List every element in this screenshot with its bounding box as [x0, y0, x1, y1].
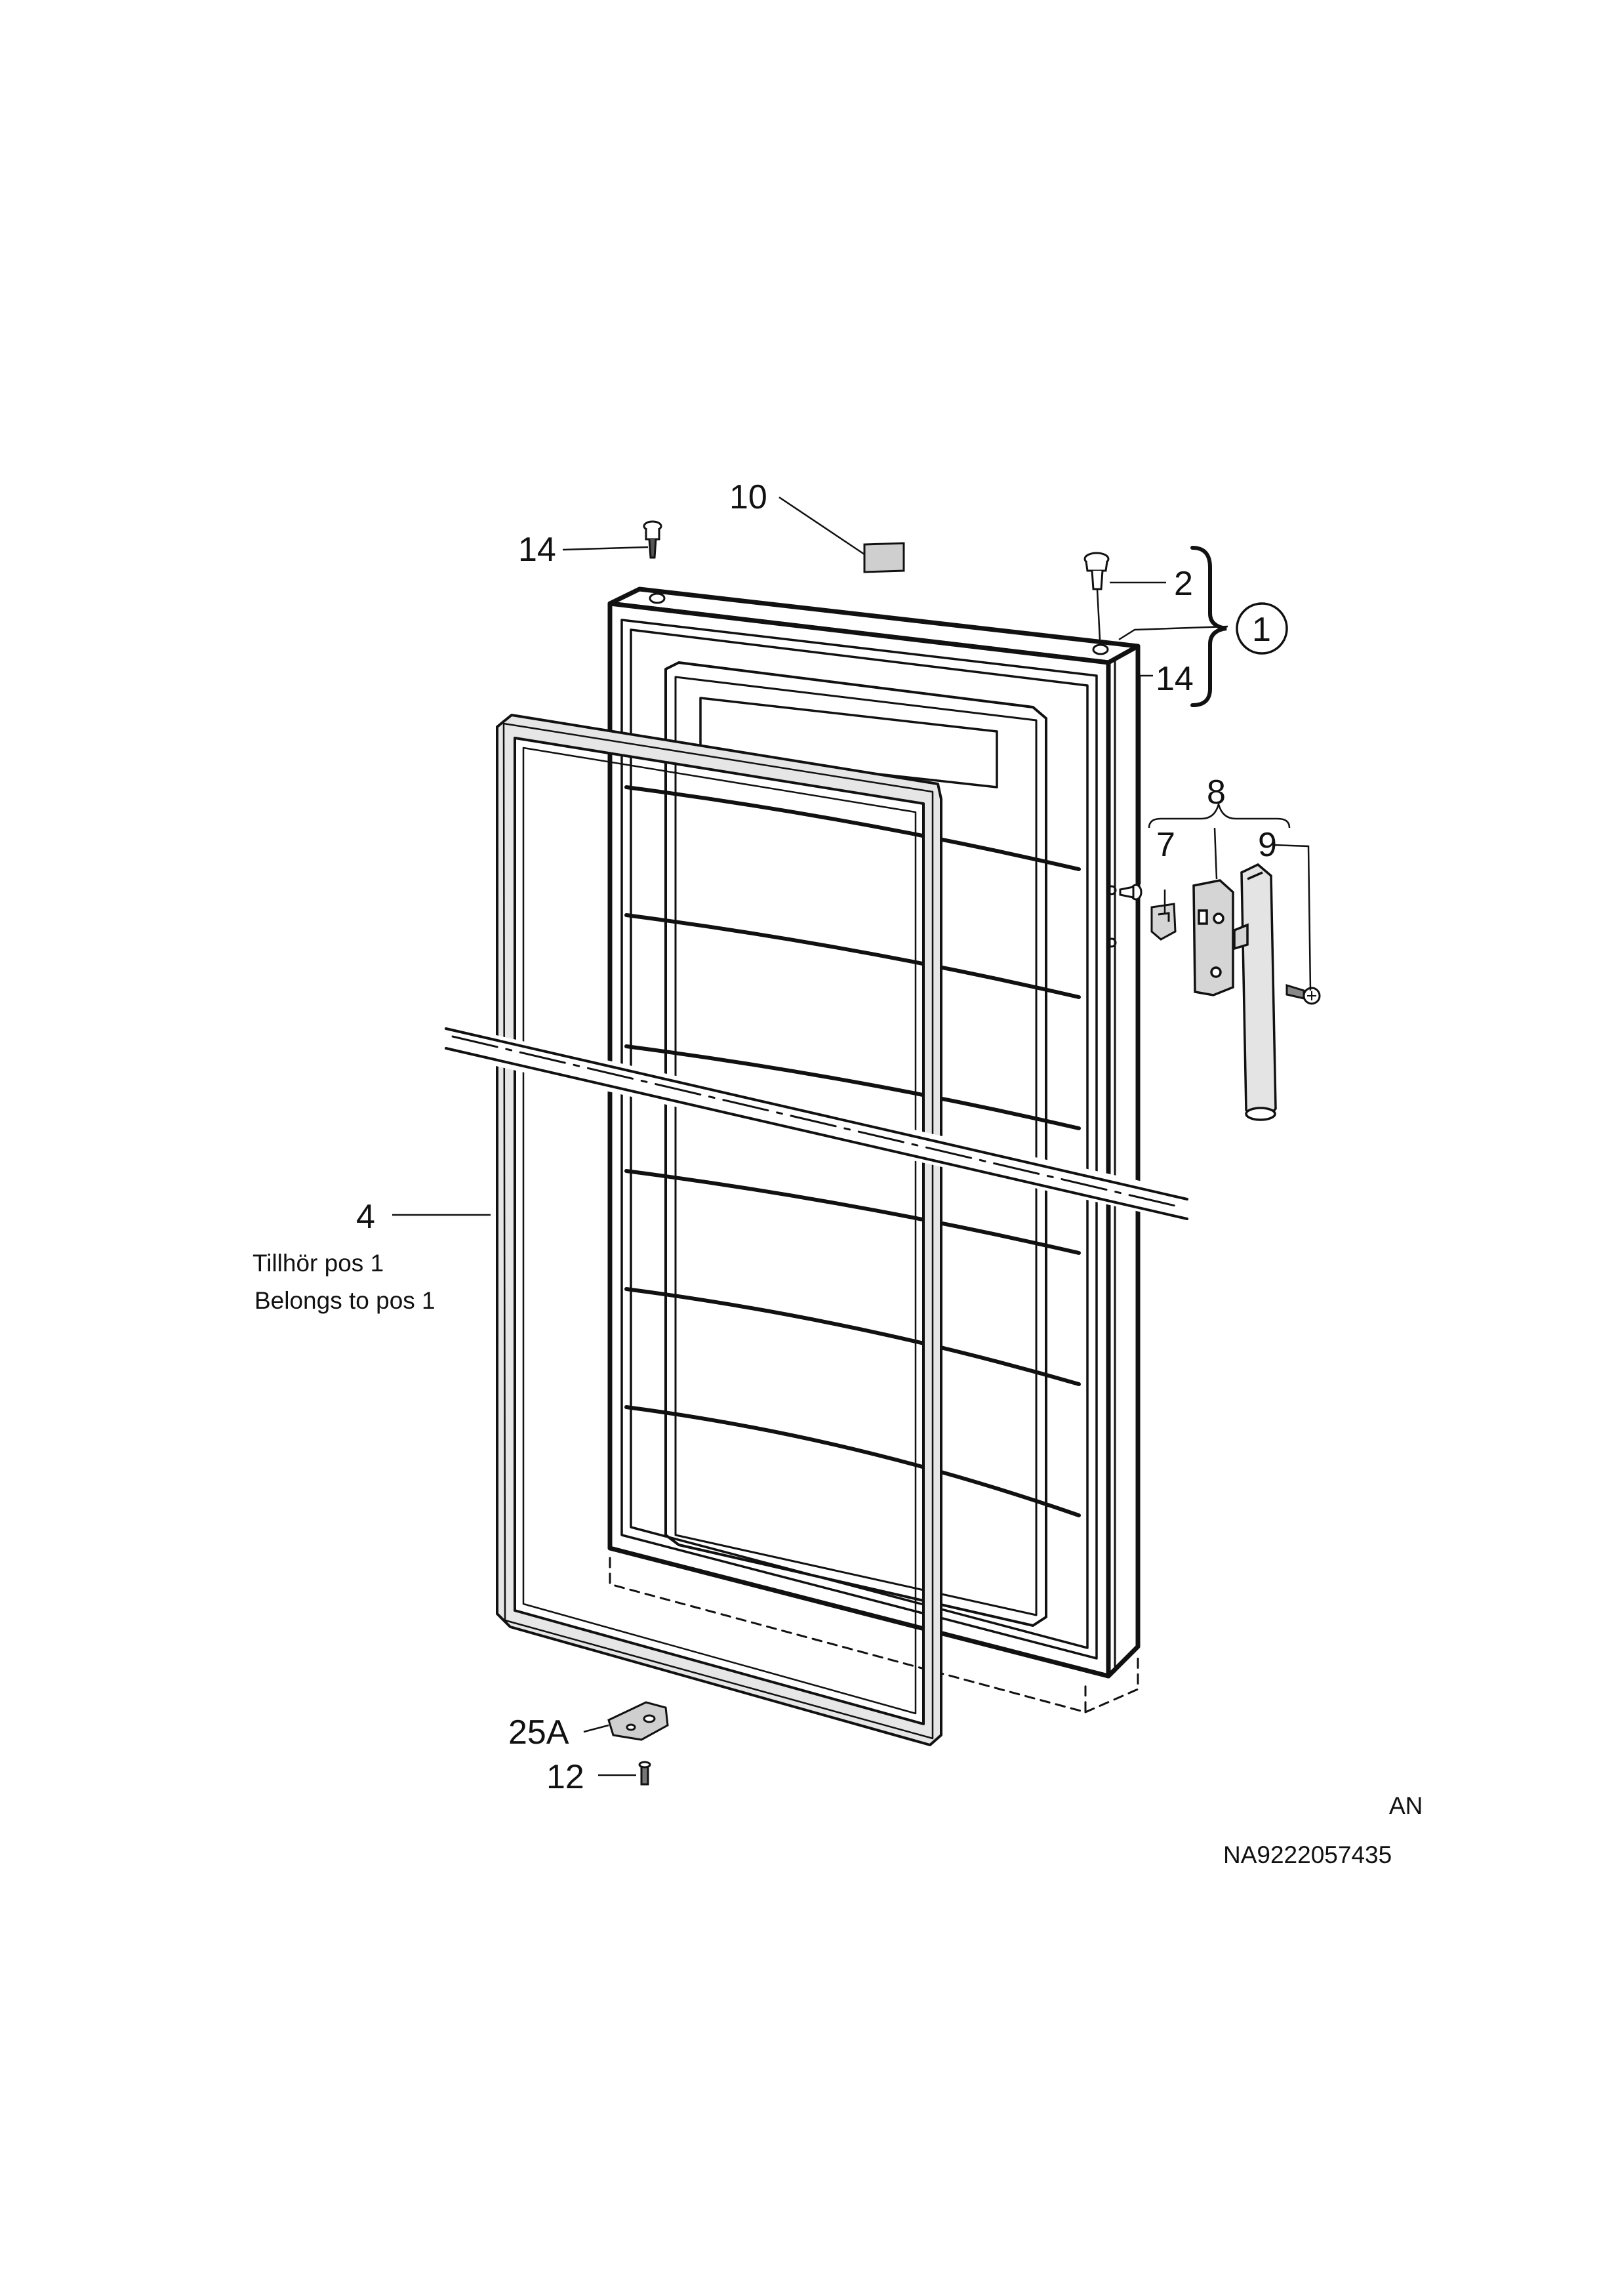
- hinge-plate-part-25a: [607, 1701, 669, 1741]
- callout-25a: 25A: [508, 1713, 569, 1752]
- hinge-pin-part-2: [1083, 552, 1110, 640]
- footer-code: AN: [1389, 1792, 1423, 1819]
- circled-callout-1: [1236, 602, 1288, 655]
- note-english: Belongs to pos 1: [254, 1287, 435, 1314]
- clip-part-7: [1150, 903, 1177, 941]
- side-stud: [1119, 884, 1143, 901]
- group-brace: [1190, 546, 1227, 707]
- footer-part-number: NA9222057435: [1223, 1841, 1392, 1868]
- callout-9: 9: [1258, 826, 1277, 864]
- callout-2: 2: [1174, 565, 1193, 603]
- callout-14-right: 14: [1156, 660, 1194, 698]
- screw-part-9: [1285, 983, 1321, 1005]
- label-plate-part-10: [863, 542, 905, 573]
- pin-part-14-top: [643, 520, 662, 559]
- door-gasket: [496, 714, 942, 1746]
- callout-1: 1: [1252, 611, 1271, 649]
- screw-part-12: [638, 1761, 651, 1786]
- section-break-lines: [424, 1023, 1202, 1222]
- callout-12: 12: [546, 1758, 584, 1796]
- leader-lines: [392, 496, 1312, 1776]
- note-swedish: Tillhör pos 1: [253, 1250, 384, 1277]
- callout-8: 8: [1207, 773, 1226, 811]
- callout-7: 7: [1156, 826, 1175, 864]
- handle-part-8: [1192, 863, 1277, 1121]
- callout-4: 4: [356, 1198, 375, 1236]
- callout-14-top: 14: [518, 531, 556, 569]
- callout-10: 10: [729, 478, 767, 516]
